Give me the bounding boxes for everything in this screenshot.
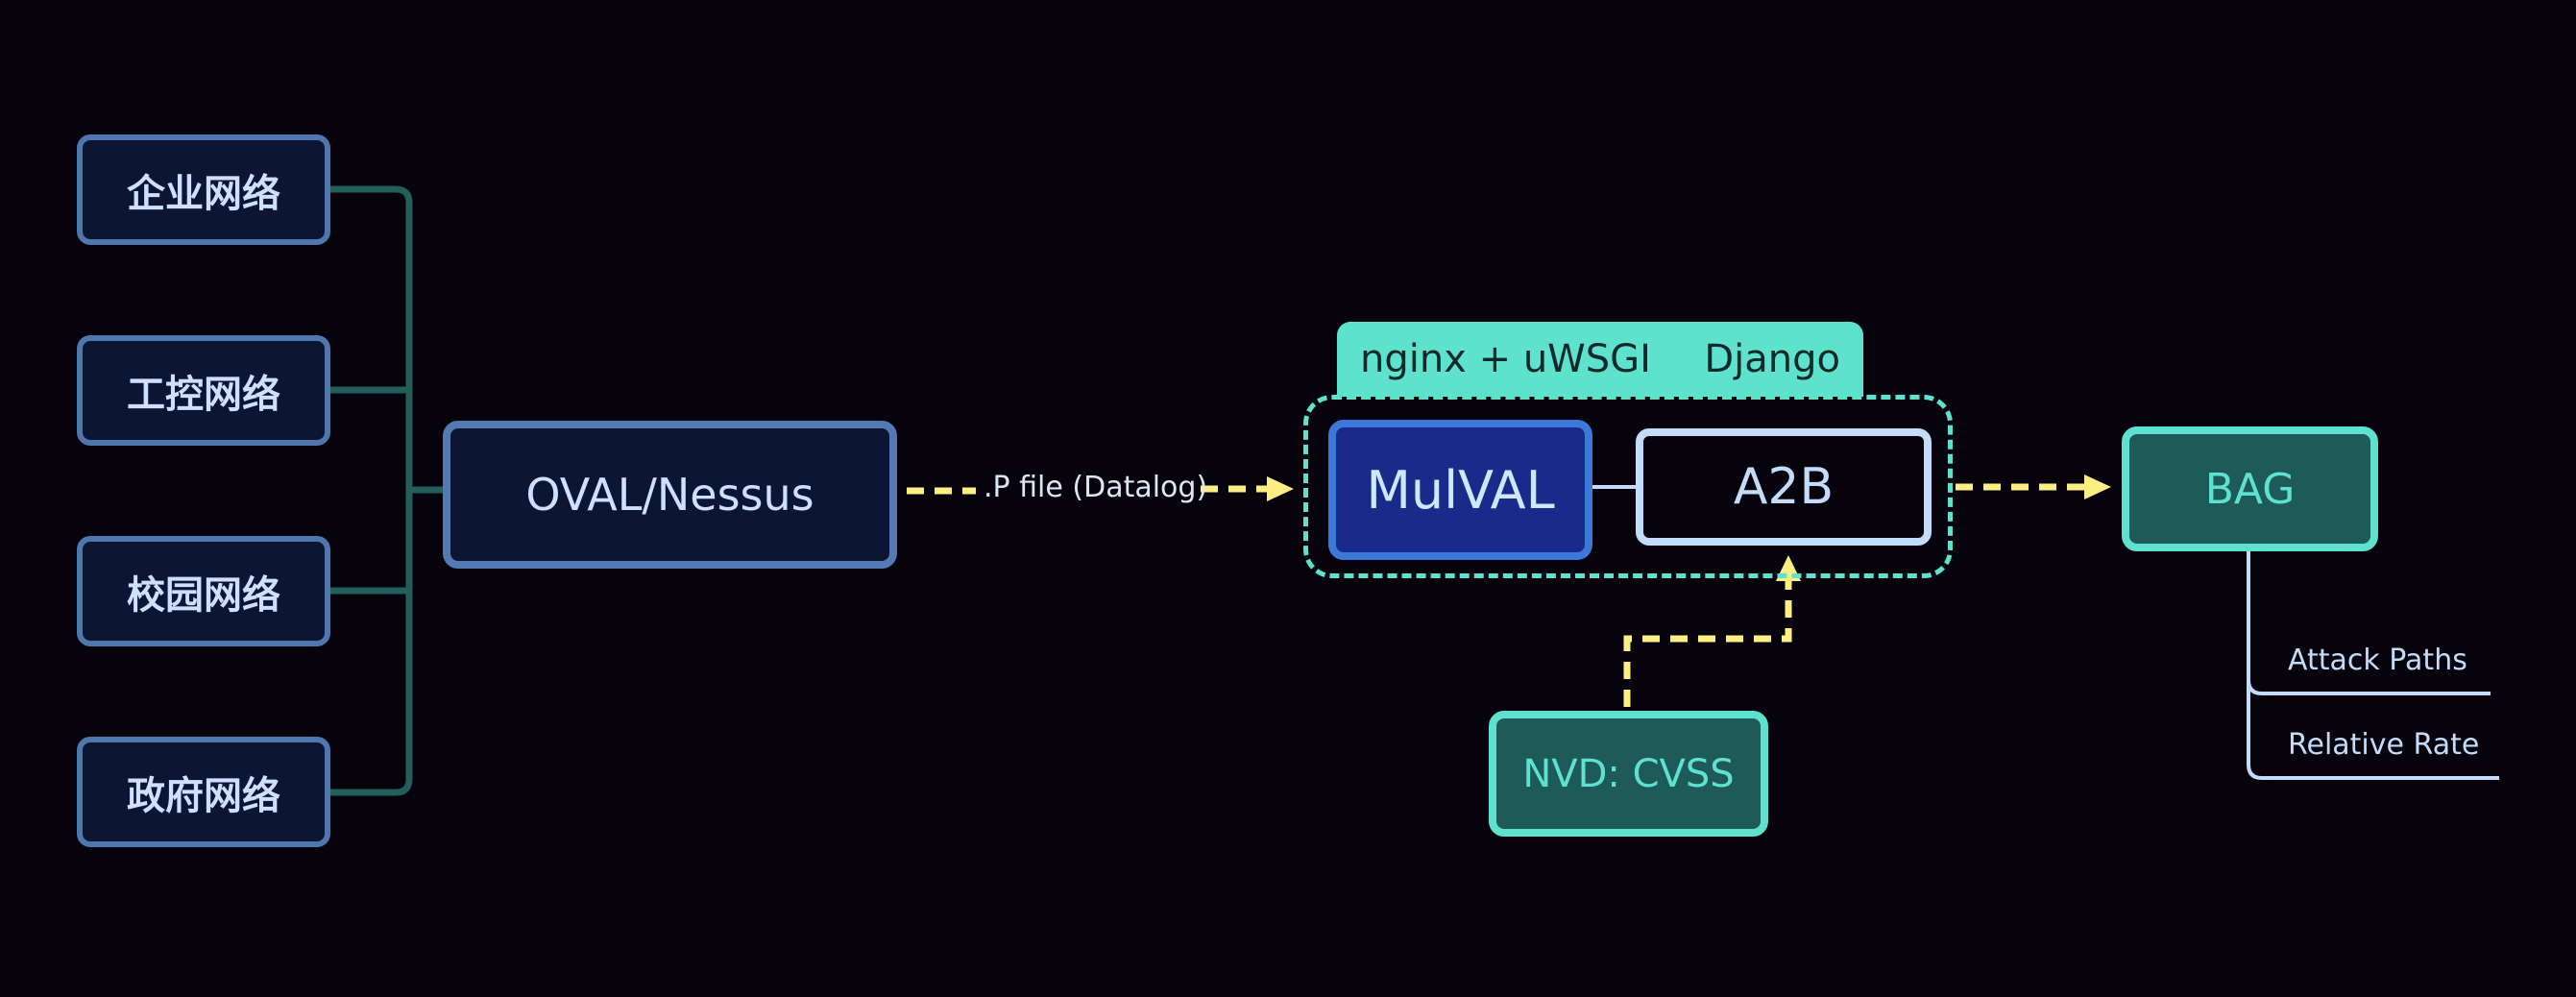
bag-label: BAG bbox=[2204, 464, 2296, 514]
output-tree bbox=[2247, 551, 2499, 780]
network-industrial-box: 工控网络 bbox=[77, 335, 330, 446]
a2b-box: A2B bbox=[1636, 428, 1932, 546]
tree-line bbox=[2247, 679, 2491, 695]
mulval-box: MulVAL bbox=[1328, 420, 1592, 560]
analysis-container bbox=[1303, 395, 1953, 578]
tree-line bbox=[2247, 551, 2499, 780]
server-left-label: nginx + uWSGI bbox=[1360, 337, 1651, 381]
server-stack-tab: nginx + uWSGI Django bbox=[1337, 322, 1863, 397]
network-government-box: 政府网络 bbox=[77, 737, 330, 847]
datalog-edge-label: .P file (Datalog) bbox=[984, 471, 1208, 504]
network-label: 工控网络 bbox=[127, 372, 280, 417]
server-right-label: Django bbox=[1704, 337, 1840, 381]
network-label: 企业网络 bbox=[127, 171, 280, 216]
network-enterprise-box: 企业网络 bbox=[77, 134, 330, 245]
arrow-head bbox=[2084, 474, 2111, 499]
a2b-label: A2B bbox=[1733, 458, 1835, 516]
output-relative-rate: Relative Rate bbox=[2288, 728, 2480, 762]
nvd-box: NVD: CVSS bbox=[1489, 711, 1768, 837]
network-campus-box: 校园网络 bbox=[77, 536, 330, 646]
bag-box: BAG bbox=[2122, 426, 2378, 551]
mulval-label: MulVAL bbox=[1366, 459, 1555, 521]
arrow-head bbox=[1267, 476, 1294, 501]
network-label: 政府网络 bbox=[127, 773, 280, 818]
connector-line bbox=[330, 185, 413, 796]
scanner-box: OVAL/Nessus bbox=[443, 421, 897, 569]
scanner-label: OVAL/Nessus bbox=[525, 469, 814, 521]
network-bracket bbox=[330, 185, 443, 796]
nvd-label: NVD: CVSS bbox=[1522, 751, 1735, 796]
output-attack-paths: Attack Paths bbox=[2288, 644, 2467, 677]
arrow-line bbox=[1623, 581, 1792, 707]
network-label: 校园网络 bbox=[127, 572, 280, 618]
